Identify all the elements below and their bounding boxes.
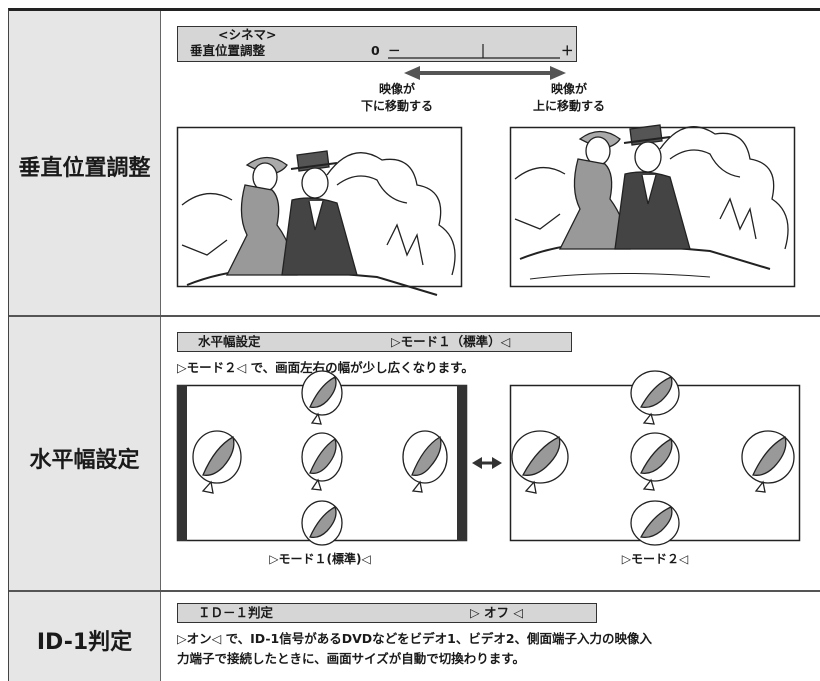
osd-horizontal: 水平幅設定 ▷モード１（標準）◁ — [177, 332, 572, 352]
row-label-vertical: 垂直位置調整 — [18, 156, 151, 181]
label-cell-horizontal — [9, 316, 160, 590]
osd-minus: － — [388, 43, 401, 58]
osd-name: 水平幅設定 — [198, 334, 261, 349]
id1-note-line1: ▷オン◁ で、ID-1信号があるDVDなどをビデオ1、ビデオ2、側面端子入力の映… — [177, 631, 653, 646]
caption-mode2: ▷モード２◁ — [621, 552, 689, 566]
osd-plus: ＋ — [561, 43, 574, 58]
osd-name: ＩＤ－１判定 — [198, 605, 274, 620]
balloon-image-mode1 — [176, 370, 468, 546]
row-label-horizontal: 水平幅設定 — [29, 448, 140, 473]
cinema-scene-image-up — [509, 124, 796, 288]
osd-mode: <シネマ> — [218, 27, 277, 42]
label-cell-id1 — [9, 592, 160, 681]
caption-mode1: ▷モード１(標準)◁ — [269, 552, 371, 566]
horizontal-note: ▷モード２◁ で、画面左右の幅が少し広くなります。 — [177, 360, 474, 375]
cinema-scene-image-down — [176, 126, 463, 296]
row-label-id1: ID-1判定 — [36, 630, 133, 655]
osd-value: 0 — [371, 43, 380, 58]
table-frame — [8, 8, 820, 681]
caption-down: 映像が 下に移動する — [360, 82, 433, 113]
balloon-image-mode2 — [509, 370, 801, 546]
row-divider — [9, 590, 820, 592]
osd-id1: ＩＤ－１判定 ▷ オフ ◁ — [177, 603, 597, 623]
row-divider — [9, 315, 820, 317]
caption-up: 映像が 上に移動する — [532, 82, 605, 113]
column-divider — [160, 11, 161, 681]
id1-note-line2: 力端子で接続したときに、画面サイズが自動で切換わります。 — [177, 651, 526, 666]
osd-value: ▷ オフ ◁ — [470, 605, 523, 620]
osd-value: ▷モード１（標準）◁ — [391, 334, 511, 349]
osd-name: 垂直位置調整 — [190, 43, 266, 58]
osd-vertical: <シネマ> 垂直位置調整 0 － ＋ — [177, 26, 577, 62]
label-cell-vertical — [9, 11, 160, 315]
